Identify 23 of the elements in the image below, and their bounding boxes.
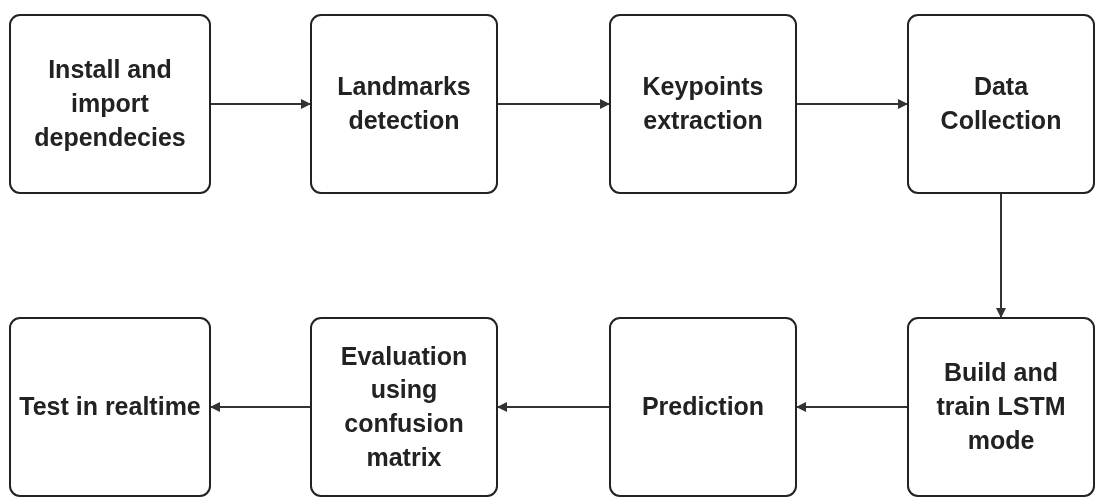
arrow bbox=[210, 402, 311, 412]
arrow bbox=[497, 402, 610, 412]
process-box bbox=[310, 317, 498, 497]
step-label: Install and import dependecies bbox=[33, 54, 187, 153]
step-label: Landmarks detection bbox=[336, 71, 472, 136]
step-label: Prediction bbox=[641, 391, 765, 423]
arrow bbox=[210, 99, 311, 109]
process-box bbox=[609, 14, 797, 194]
process-box bbox=[907, 14, 1095, 194]
step-label: Build and train LSTM mode bbox=[935, 357, 1067, 456]
step-label: Data Collection bbox=[939, 71, 1063, 136]
process-box bbox=[310, 14, 498, 194]
process-box bbox=[9, 317, 211, 497]
step-label: Evaluation using confusion matrix bbox=[339, 340, 469, 473]
arrow bbox=[497, 99, 610, 109]
process-box bbox=[609, 317, 797, 497]
arrow bbox=[996, 193, 1006, 318]
step-label: Keypoints extraction bbox=[641, 71, 765, 136]
arrow bbox=[796, 402, 908, 412]
arrow bbox=[796, 99, 908, 109]
process-box bbox=[9, 14, 211, 194]
process-box bbox=[907, 317, 1095, 497]
step-label: Test in realtime bbox=[19, 391, 201, 423]
